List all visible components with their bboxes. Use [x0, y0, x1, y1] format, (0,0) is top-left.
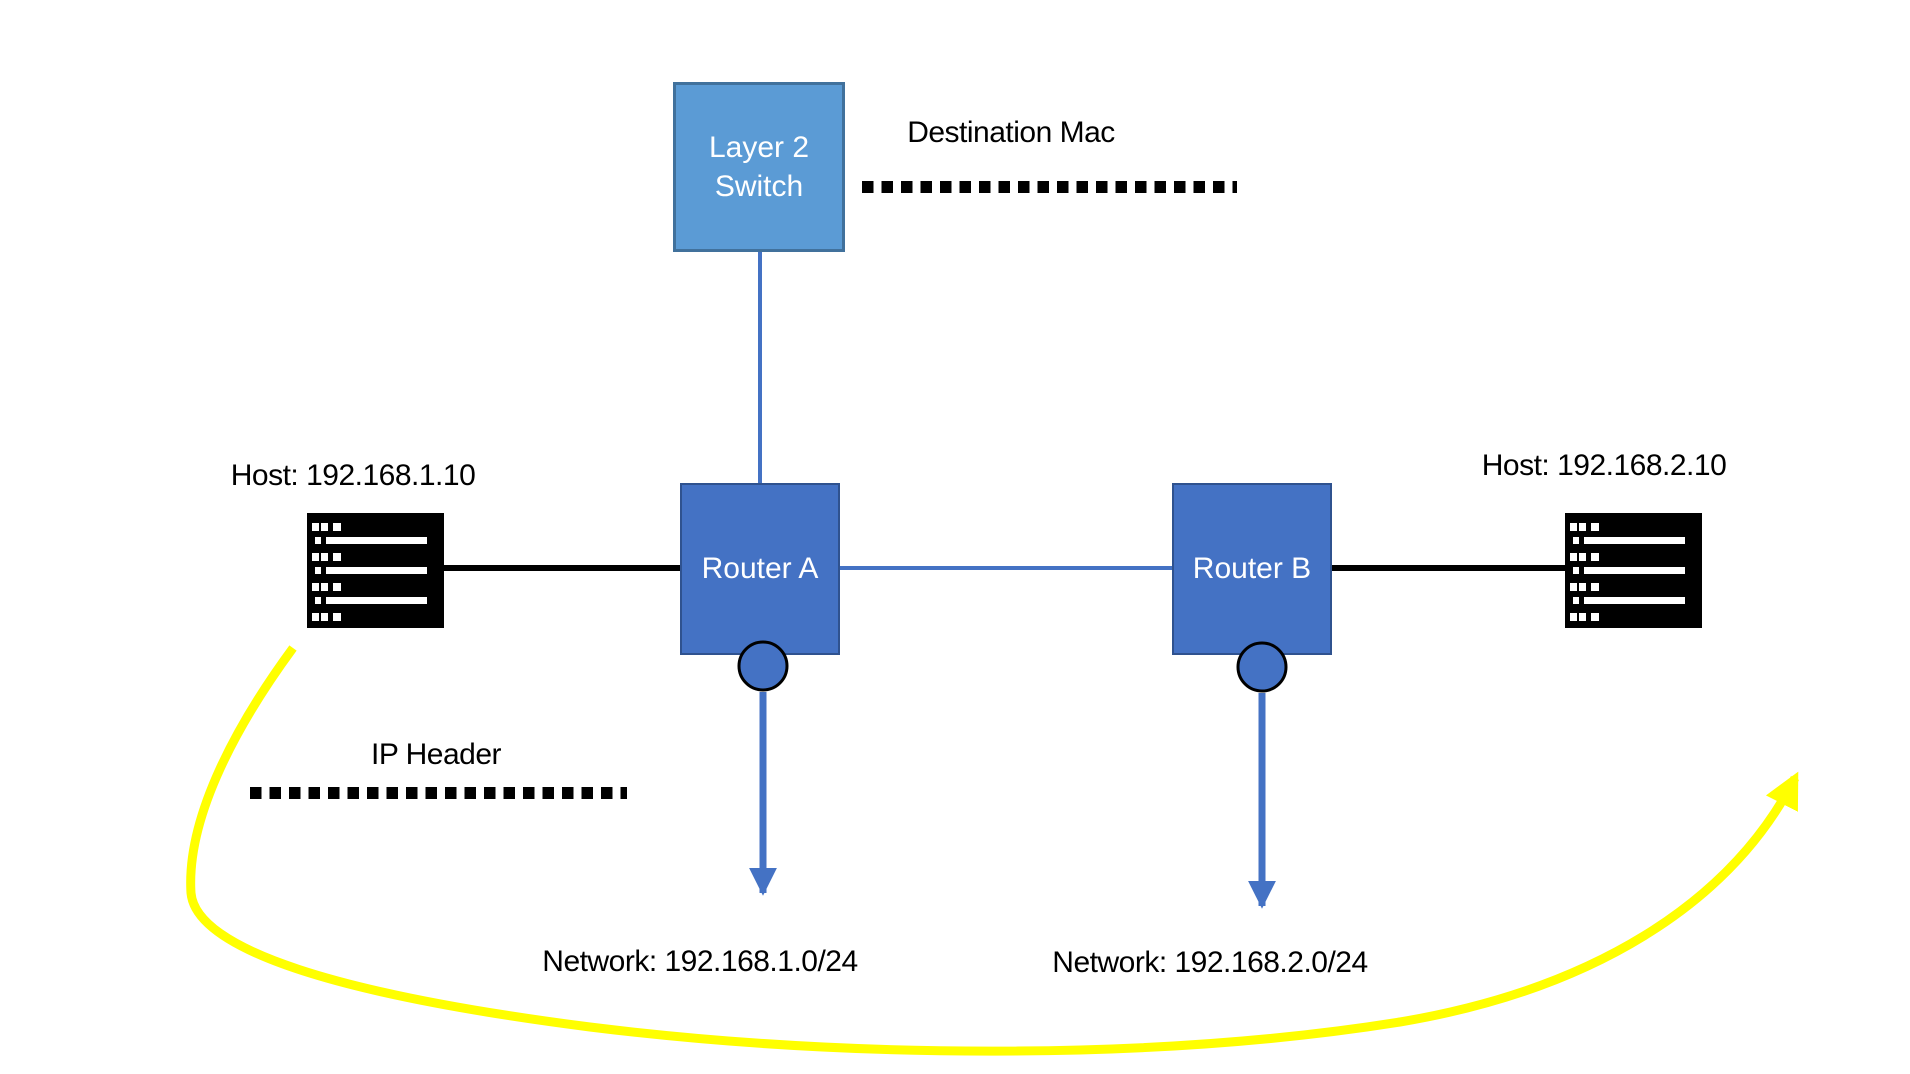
network-a-label: Network: 192.168.1.0/24 — [542, 945, 858, 978]
layer2-switch-node: Layer 2 Switch — [673, 82, 845, 252]
router-b-label: Router B — [1192, 552, 1312, 585]
ip-header-label: IP Header — [370, 738, 502, 771]
layer2-switch-label-line2: Switch — [714, 170, 804, 203]
router-a-label: Router A — [701, 552, 819, 585]
host-a-label: Host: 192.168.1.10 — [230, 459, 476, 492]
router-a-port-circle — [737, 640, 789, 692]
network-b-label: Network: 192.168.2.0/24 — [1052, 946, 1368, 979]
router-b-node: Router B — [1172, 483, 1332, 655]
server-rack-icon — [307, 513, 444, 628]
router-b-port-circle — [1236, 641, 1288, 693]
server-rack-icon — [1565, 513, 1702, 628]
destination-mac-label: Destination Mac — [907, 116, 1115, 149]
router-a-node: Router A — [680, 483, 840, 655]
yellow-route-arrow — [186, 645, 1800, 1056]
layer2-switch-label-line1: Layer 2 — [708, 131, 810, 164]
host-b-label: Host: 192.168.2.10 — [1481, 449, 1727, 482]
